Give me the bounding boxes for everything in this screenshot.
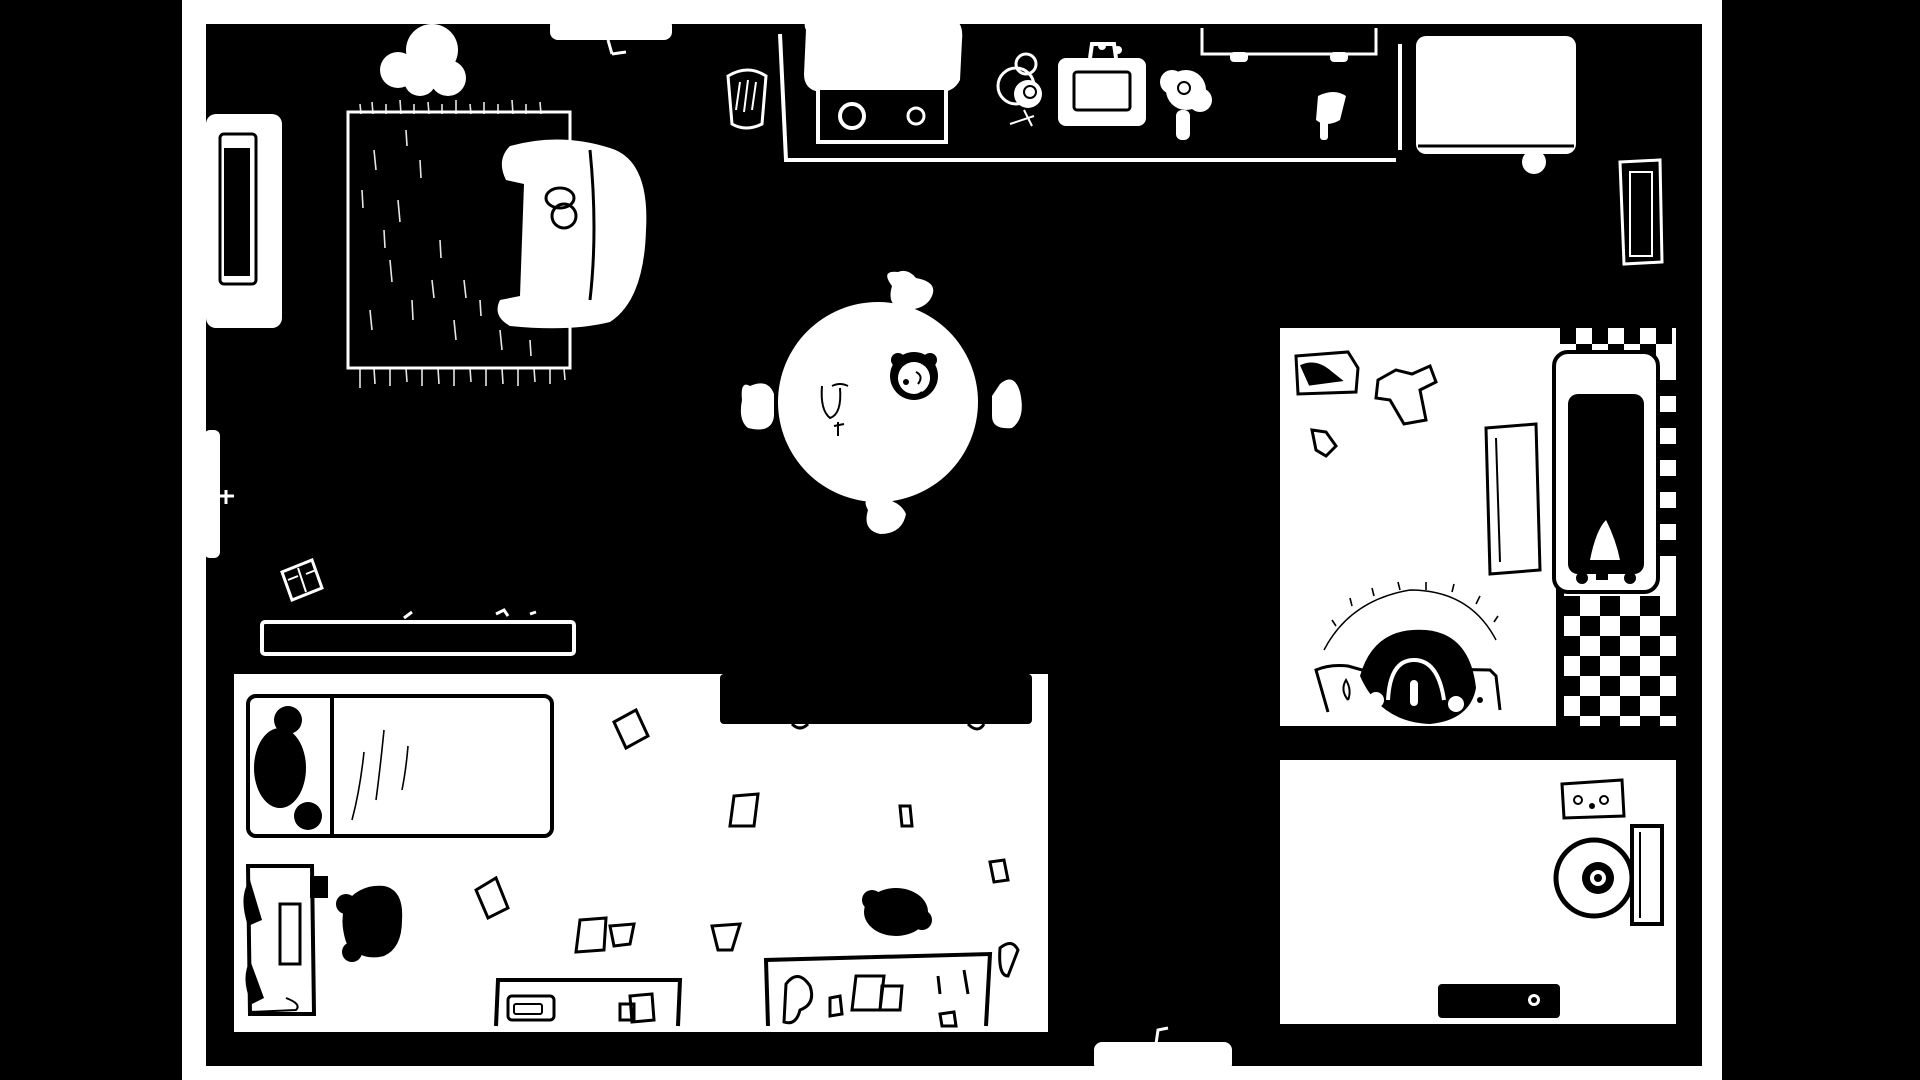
bench-icon — [260, 608, 576, 656]
door-left[interactable] — [204, 430, 234, 558]
dishes-icon[interactable] — [996, 52, 1042, 127]
office-chair-icon[interactable] — [336, 885, 403, 962]
bed-icon[interactable] — [246, 694, 554, 838]
bathroom — [1280, 328, 1676, 726]
desk-icon[interactable] — [494, 978, 683, 1027]
toilet-icon[interactable] — [1314, 581, 1502, 724]
trash-can-icon[interactable] — [726, 68, 768, 130]
washing-machine-icon[interactable] — [1553, 824, 1664, 926]
mat-icon — [1438, 984, 1560, 1018]
plant-icon — [1160, 70, 1212, 140]
tv-icon[interactable] — [206, 114, 282, 328]
bathtub-icon[interactable] — [1552, 350, 1660, 594]
wall-shelf-icon — [1200, 28, 1378, 62]
door-top-left[interactable] — [550, 18, 672, 56]
office-chair-icon[interactable] — [862, 888, 932, 936]
stove-icon[interactable] — [804, 18, 963, 144]
radiator-icon — [1618, 158, 1664, 266]
shelf-icon — [1484, 422, 1542, 576]
paper-icon[interactable] — [474, 707, 1020, 978]
control-panel-icon[interactable] — [1560, 778, 1626, 820]
desk-icon[interactable] — [763, 951, 993, 1028]
kitchen-area — [726, 18, 1664, 1072]
armchair-icon[interactable] — [497, 139, 647, 329]
desk-icon[interactable] — [243, 864, 328, 1016]
utensil-icon[interactable] — [1316, 92, 1346, 140]
clothes-icon[interactable] — [1294, 350, 1438, 458]
table-icon[interactable] — [778, 302, 978, 502]
plate-icon — [820, 383, 849, 436]
sink-icon[interactable] — [1058, 42, 1146, 126]
character-icon[interactable] — [890, 352, 938, 400]
wardrobe-icon[interactable] — [720, 674, 1032, 731]
laundry-room — [1280, 760, 1676, 1024]
chairs-icon[interactable] — [740, 270, 1022, 534]
lamp-icon — [380, 24, 466, 96]
book-icon[interactable] — [280, 558, 324, 602]
living-area — [204, 18, 672, 656]
fridge-icon[interactable] — [1416, 36, 1576, 174]
bedroom — [234, 674, 1048, 1032]
door-bottom[interactable] — [1094, 1026, 1232, 1072]
